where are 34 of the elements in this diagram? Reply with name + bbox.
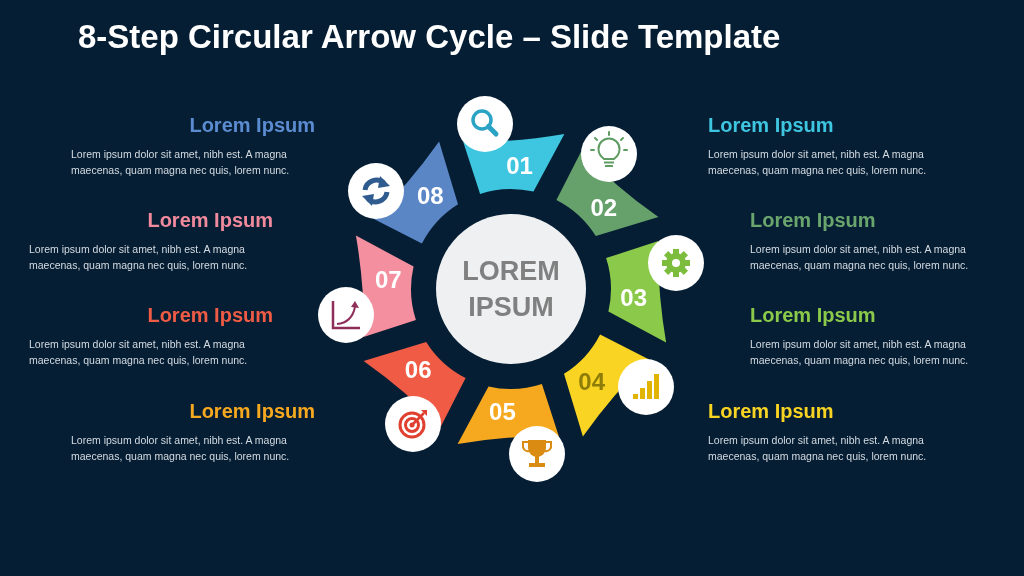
description-text: Lorem ipsum dolor sit amet, nibh est. A magna maecenas, quam magna nec quis, lorem nunc. [750, 337, 970, 368]
circle-label: LOREM IPSUM [461, 255, 561, 324]
section-heading: Lorem Ipsum [189, 399, 315, 423]
section-heading: Lorem Ipsum [708, 113, 834, 137]
description-text: Lorem ipsum dolor sit amet, nibh est. A magna maecenas, quam magna nec quis, lorem nunc. [71, 147, 291, 178]
description-text: Lorem ipsum dolor sit amet, nibh est. A magna maecenas, quam magna nec quis, lorem nunc. [29, 337, 249, 368]
description-text: Lorem ipsum dolor sit amet, nibh est. A magna maecenas, quam magna nec quis, lorem nunc. [708, 147, 928, 178]
section-heading: Lorem Ipsum [750, 208, 876, 232]
step-number: 07 [374, 266, 402, 295]
description-text: Lorem ipsum dolor sit amet, nibh est. A magna maecenas, quam magna nec quis, lorem nunc. [750, 242, 970, 273]
description-text: Lorem ipsum dolor sit amet, nibh est. A magna maecenas, quam magna nec quis, lorem nunc. [29, 242, 249, 273]
arrow-segment [372, 141, 459, 244]
section-heading: Lorem Ipsum [147, 303, 273, 327]
step-number: 04 [578, 367, 606, 396]
arrow-segment [355, 235, 416, 337]
section-heading: Lorem Ipsum [147, 208, 273, 232]
section-heading: Lorem Ipsum [708, 399, 834, 423]
step-number: 02 [590, 194, 618, 223]
arrow-segment [563, 334, 650, 437]
description-text: Lorem ipsum dolor sit amet, nibh est. A magna maecenas, quam magna nec quis, lorem nunc. [708, 433, 928, 464]
arrow-segment [556, 150, 659, 237]
section-heading: Lorem Ipsum [189, 113, 315, 137]
description-text: Lorem ipsum dolor sit amet, nibh est. A magna maecenas, quam magna nec quis, lorem nunc. [71, 433, 291, 464]
slide-title: 8-Step Circular Arrow Cycle – Slide Template [78, 17, 781, 57]
step-number: 01 [506, 152, 533, 181]
step-number: 06 [404, 355, 432, 384]
arrow-segment [363, 341, 466, 428]
arrow-segment [457, 384, 559, 445]
section-heading: Lorem Ipsum [750, 303, 876, 327]
step-number: 05 [489, 397, 516, 426]
step-number: 08 [416, 182, 444, 211]
arrow-segment [606, 241, 667, 343]
arrow-segment [463, 133, 565, 194]
step-number: 03 [620, 283, 648, 312]
